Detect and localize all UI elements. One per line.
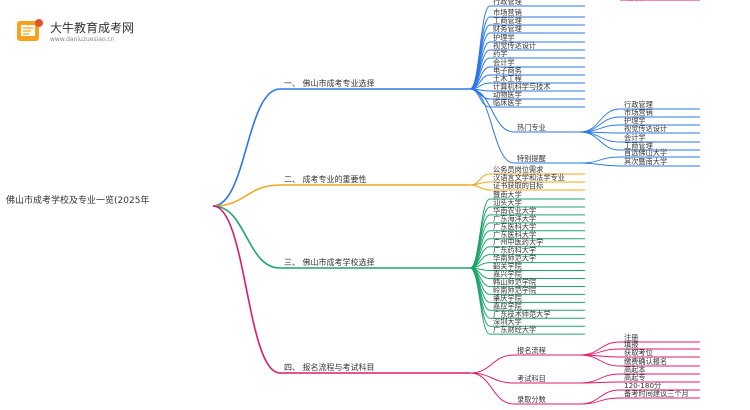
child-topic: 特别提醒 <box>517 154 546 163</box>
leaf-connector <box>579 156 621 164</box>
branch-topic-2: 二、 成考专业的重要性 <box>284 174 367 184</box>
leaf-topic: 市场营销 <box>624 108 653 117</box>
branch-topic-3: 三、 佛山市成考学校选择 <box>284 257 375 267</box>
leaf-topic: 工商管理 <box>624 141 653 150</box>
leaf-connector <box>579 397 621 405</box>
child-topic: 护理学 <box>493 33 515 42</box>
child-topic: 暨南大学 <box>493 190 522 199</box>
child-topic: 药学 <box>493 49 507 58</box>
site-name: 大牛教育成考网 <box>50 21 135 35</box>
leaf-topic: 获取考位 <box>624 348 653 357</box>
child-topic: 嘉兴学院 <box>493 270 522 279</box>
child-topic: 考试科目 <box>517 374 546 383</box>
leaf-topic: 缴费确认报名 <box>624 357 667 366</box>
leaf-connector <box>579 354 621 367</box>
child-connector <box>469 5 491 90</box>
child-topic: 土木工程 <box>493 74 522 83</box>
child-connector <box>469 88 515 164</box>
child-topic: 工商管理 <box>493 16 522 25</box>
leaf-connector <box>579 162 621 167</box>
book-logo-icon <box>17 19 43 41</box>
leaf-connector <box>579 341 621 356</box>
leaf-topic: 填报 <box>624 340 638 349</box>
child-connector <box>469 88 491 108</box>
child-topic: 录取分数 <box>517 395 546 404</box>
child-topic: 岭南师范学院 <box>493 285 536 294</box>
child-connector <box>469 214 491 269</box>
child-topic: 计算机科学与技术 <box>493 82 551 91</box>
leaf-connector <box>579 389 621 405</box>
branch-topic-1: 一、 佛山市成考专业选择 <box>284 78 375 88</box>
child-topic: 财务管理 <box>493 24 522 33</box>
leaf-connector <box>579 116 621 133</box>
branch-connector <box>212 205 281 374</box>
leaf-topic: 专升本 <box>624 0 646 2</box>
child-topic: 肇庆学院 <box>493 293 522 302</box>
child-topic: 会计学 <box>493 58 515 67</box>
leaf-topic: 注册 <box>624 333 638 342</box>
child-topic: 华南师范大学 <box>493 254 536 263</box>
child-topic: 韩山师范学院 <box>493 277 536 286</box>
leaf-topic: 120-180分 <box>624 381 661 390</box>
child-topic: 视觉传达设计 <box>493 41 536 50</box>
child-topic: 广东技术师范大学 <box>493 309 551 318</box>
child-topic: 证书获取的目标 <box>493 181 543 190</box>
child-connector <box>469 354 515 374</box>
leaf-topic: 首选佛山大学 <box>624 148 667 157</box>
child-topic: 汕头大学 <box>493 198 522 207</box>
leaf-topic: 高起本 <box>624 365 646 374</box>
child-connector <box>469 32 491 90</box>
child-connector <box>469 184 491 191</box>
leaf-topic: 视觉传达设计 <box>624 124 667 133</box>
leaf-topic: 备考时间建议三个月 <box>624 389 689 398</box>
child-topic: 广东海洋大学 <box>493 214 536 223</box>
leaf-topic: 行政管理 <box>624 100 653 109</box>
child-connector <box>469 267 491 335</box>
child-connector <box>469 372 515 405</box>
child-connector <box>469 88 515 133</box>
child-topic: 行政管理 <box>493 0 522 6</box>
child-topic: 华南农业大学 <box>493 206 536 215</box>
branch-connector <box>212 184 281 207</box>
site-logo: 大牛教育成考网 www.daniuzuesiao.cn <box>14 16 134 50</box>
leaf-topic: 护理学 <box>624 116 646 125</box>
child-topic: 热门专业 <box>517 123 546 132</box>
leaf-connector <box>579 131 621 151</box>
child-topic: 嘉应学院 <box>493 301 522 310</box>
child-topic: 市场营销 <box>493 8 522 17</box>
leaf-connector <box>579 381 621 384</box>
leaf-topic: 会计学 <box>624 133 646 142</box>
child-topic: 电子商务 <box>493 66 522 75</box>
branch-topic-4: 四、 报名流程与考试科目 <box>284 362 375 372</box>
leaf-topic: 高起专 <box>624 373 646 382</box>
child-topic: 广东医科大学 <box>493 222 536 231</box>
child-topic: 广东医科大学 <box>493 230 536 239</box>
child-topic: 广州中医药大学 <box>493 238 543 247</box>
branch-connector <box>212 205 281 269</box>
child-topic: 报名流程 <box>517 346 546 355</box>
child-topic: 韶关学院 <box>493 262 522 271</box>
branch-connector <box>212 88 281 207</box>
root-topic: 佛山市成考学校及专业一览(2025年 <box>6 194 149 206</box>
child-connector <box>469 181 491 186</box>
child-topic: 汉语言文学和法学专业 <box>493 173 565 182</box>
site-url: www.daniuzuesiao.cn <box>50 36 115 43</box>
child-topic: 深圳大学 <box>493 317 522 326</box>
leaf-topic: 其次暨南大学 <box>624 157 667 166</box>
child-topic: 公务员岗位需求 <box>493 165 543 174</box>
child-topic: 广东药科大学 <box>493 246 536 255</box>
child-topic: 临床医学 <box>493 98 522 107</box>
child-topic: 动物医学 <box>493 90 522 99</box>
child-topic: 广东财经大学 <box>493 325 536 334</box>
